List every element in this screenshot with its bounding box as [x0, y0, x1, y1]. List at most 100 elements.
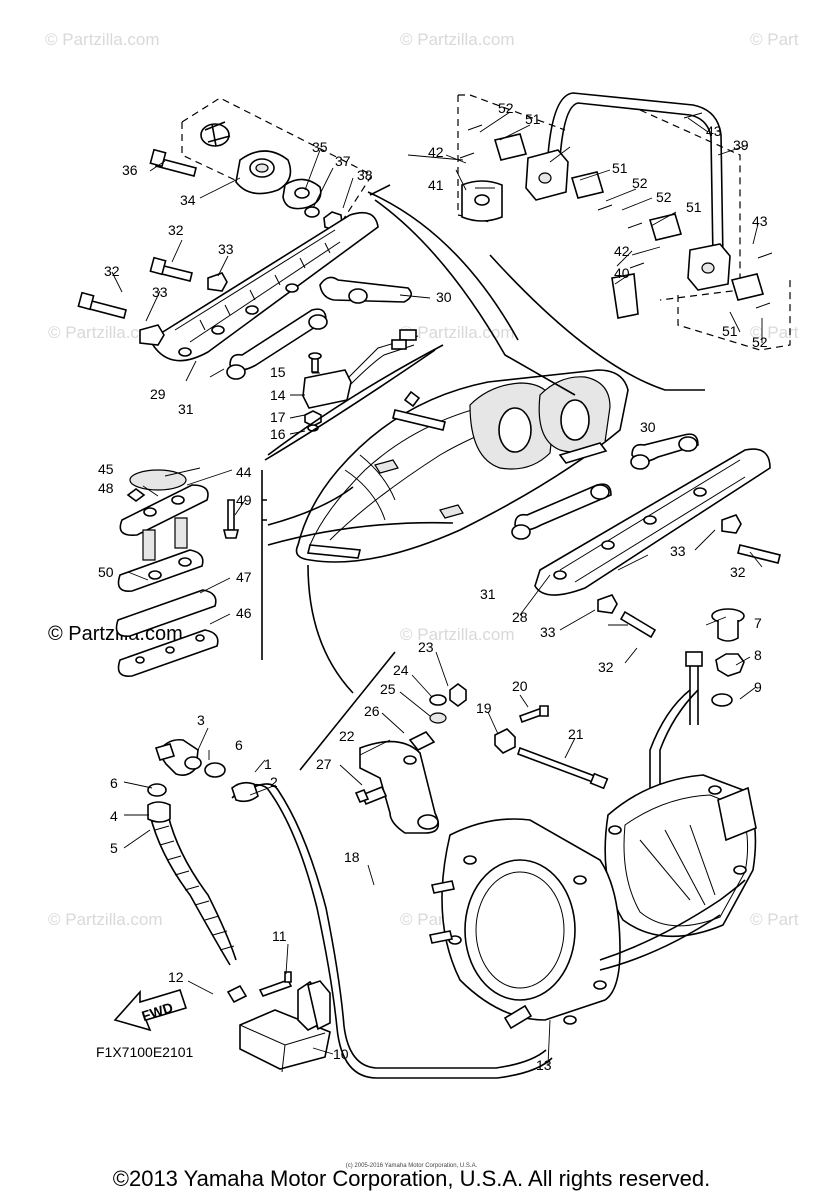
callout-42: 42: [428, 144, 444, 160]
callout-22: 22: [339, 728, 355, 744]
watermark: © Partzilla.com: [48, 910, 163, 929]
callout-21: 21: [568, 726, 584, 742]
callout-33: 33: [152, 284, 168, 300]
callout-33: 33: [540, 624, 556, 640]
callout-29: 29: [150, 386, 166, 402]
callout-12: 12: [168, 969, 184, 985]
callout-27: 27: [316, 756, 332, 772]
callout-30: 30: [436, 289, 452, 305]
callout-16: 16: [270, 426, 286, 442]
callout-45: 45: [98, 461, 114, 477]
bracket-fasteners: [354, 683, 467, 834]
callout-23: 23: [418, 639, 434, 655]
callout-31: 31: [480, 586, 496, 602]
callout-28: 28: [512, 609, 528, 625]
callout-51: 51: [525, 111, 541, 127]
callout-36: 36: [122, 162, 138, 178]
watermark: © Partzilla.com: [400, 30, 515, 49]
diagram-code: F1X7100E2101: [96, 1044, 194, 1060]
handlebar-assembly: [457, 92, 791, 391]
callout-1: 1: [264, 756, 272, 772]
callout-32: 32: [598, 659, 614, 675]
watercraft-hull: [267, 369, 629, 563]
callout-8: 8: [754, 647, 762, 663]
callout-6: 6: [110, 775, 118, 791]
callout-31: 31: [178, 401, 194, 417]
watermark: © Partzilla.com: [48, 323, 163, 342]
callout-40: 40: [614, 265, 630, 281]
callout-32: 32: [730, 564, 746, 580]
callout-labels: 1 2 3 6 6 4 5 7 8 9 10 11 12 13 14 15 16…: [98, 100, 768, 1073]
callout-35: 35: [312, 139, 328, 155]
callout-43: 43: [752, 213, 768, 229]
callout-52: 52: [656, 189, 672, 205]
callout-9: 9: [754, 679, 762, 695]
callout-32: 32: [168, 222, 184, 238]
callout-52: 52: [632, 175, 648, 191]
switch-assembly: [149, 97, 373, 241]
callout-33: 33: [218, 241, 234, 257]
callout-37: 37: [335, 153, 351, 169]
vent-cap-assembly: [115, 469, 267, 677]
watermark: © Part: [750, 910, 799, 929]
watermark: © Partzilla.com: [45, 30, 160, 49]
callout-47: 47: [236, 569, 252, 585]
callout-14: 14: [270, 387, 286, 403]
clip-tie-parts: [494, 705, 609, 790]
callout-44: 44: [236, 464, 252, 480]
callout-19: 19: [476, 700, 492, 716]
callout-25: 25: [380, 681, 396, 697]
callout-32: 32: [104, 263, 120, 279]
callout-26: 26: [364, 703, 380, 719]
watermark: © Partzilla.com: [400, 625, 515, 644]
callout-15: 15: [270, 364, 286, 380]
grip-handle-left: [77, 211, 412, 380]
callout-52: 52: [498, 100, 514, 116]
callout-49: 49: [236, 492, 252, 508]
callout-51: 51: [722, 323, 738, 339]
watermark-dark: © Partzilla.com: [48, 623, 183, 645]
callout-50: 50: [98, 564, 114, 580]
callout-leaders: [111, 111, 763, 1066]
callout-39: 39: [733, 137, 749, 153]
callout-51: 51: [612, 160, 628, 176]
callout-24: 24: [393, 662, 409, 678]
callout-2: 2: [270, 774, 278, 790]
callout-6: 6: [235, 737, 243, 753]
callout-48: 48: [98, 480, 114, 496]
callout-46: 46: [236, 605, 252, 621]
intake-plate: [429, 818, 746, 1025]
callout-41: 41: [428, 177, 444, 193]
callout-34: 34: [180, 192, 196, 208]
misc-lines: [264, 184, 436, 461]
callout-51: 51: [686, 199, 702, 215]
callout-10: 10: [333, 1046, 349, 1062]
callout-17: 17: [270, 409, 286, 425]
jet-pump-housing: [604, 774, 757, 938]
callout-5: 5: [110, 840, 118, 856]
callout-38: 38: [357, 167, 373, 183]
callout-33: 33: [670, 543, 686, 559]
callout-18: 18: [344, 849, 360, 865]
copyright-footer: ©2013 Yamaha Motor Corporation, U.S.A. A…: [112, 1166, 711, 1191]
fwd-arrow-icon: [113, 989, 188, 1032]
grip-handle-right: [511, 433, 781, 639]
callout-11: 11: [272, 928, 287, 944]
small-copyright: (c) 2005-2016 Yamaha Motor Corporation, …: [345, 1163, 478, 1169]
callout-42: 42: [614, 243, 630, 259]
sensor-harness: [267, 329, 444, 456]
watermark: © Partzilla.com: [400, 323, 515, 342]
callout-52: 52: [752, 334, 768, 350]
control-unit: FWD: [113, 971, 331, 1073]
callout-13: 13: [536, 1057, 552, 1073]
callout-30: 30: [640, 419, 656, 435]
callout-43: 43: [706, 123, 722, 139]
watermark: © Part: [750, 30, 799, 49]
callout-20: 20: [512, 678, 528, 694]
linkage-lines: [299, 191, 576, 771]
callout-7: 7: [754, 615, 762, 631]
callout-3: 3: [197, 712, 205, 728]
drain-plug: [649, 608, 745, 820]
callout-4: 4: [110, 808, 118, 824]
